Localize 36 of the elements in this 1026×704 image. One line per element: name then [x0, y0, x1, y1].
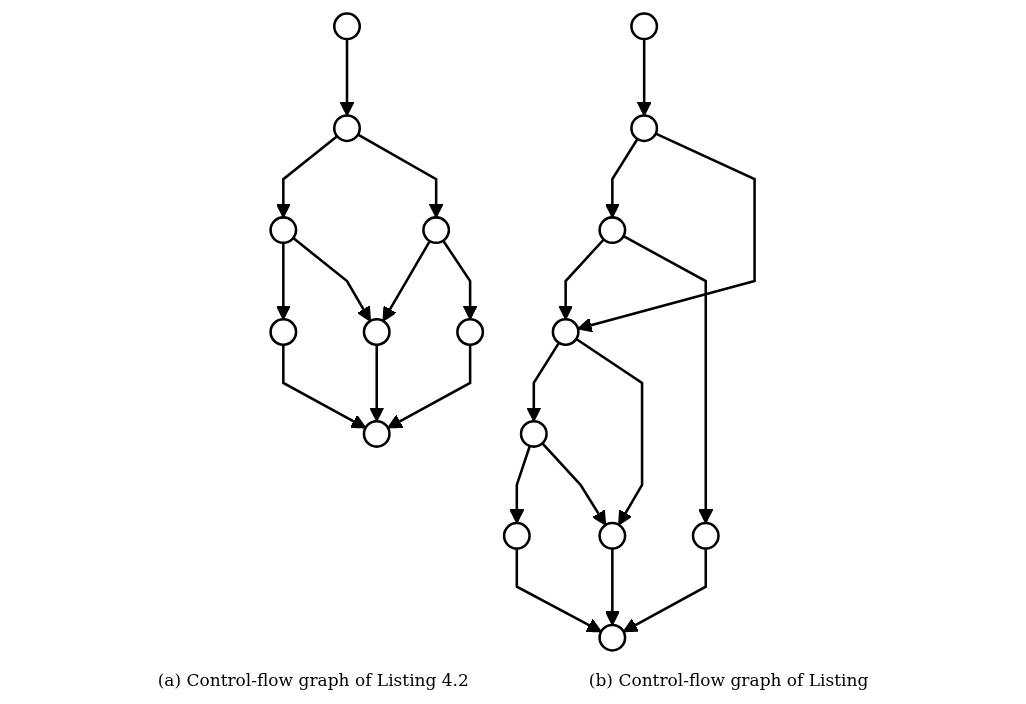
- node-circle: [422, 216, 451, 245]
- arrow: [282, 344, 367, 429]
- node-circle: [503, 521, 532, 550]
- node-circle: [598, 216, 627, 245]
- arrow: [575, 338, 644, 526]
- node-circle: [363, 419, 392, 448]
- caption-text: (a) Control-flow graph of Listing 4.2: [157, 670, 469, 690]
- arrow: [558, 238, 606, 320]
- node-circle: [456, 318, 485, 346]
- node-circle: [269, 216, 298, 245]
- node-circle: [520, 419, 549, 448]
- node-circle: [269, 318, 298, 346]
- node-circle: [598, 521, 627, 550]
- node-circle: [598, 623, 627, 652]
- arrow: [515, 548, 603, 633]
- arrow: [577, 132, 757, 333]
- node-circle: [363, 318, 392, 346]
- arrow: [276, 242, 292, 320]
- arrow: [526, 342, 561, 422]
- caption-text: (b) Control-flow graph of Listing: [588, 670, 869, 690]
- node-circle: [692, 521, 721, 550]
- node-circle: [552, 318, 581, 346]
- arrow: [509, 445, 532, 524]
- arrow: [623, 235, 714, 524]
- arrow: [605, 548, 621, 626]
- arrow: [541, 442, 607, 526]
- arrow: [387, 344, 472, 429]
- arrow: [442, 240, 478, 320]
- arrow: [292, 237, 372, 322]
- node-circle: [630, 114, 659, 143]
- arrow: [369, 344, 385, 422]
- arrow: [623, 548, 708, 633]
- node-circle: [333, 12, 362, 41]
- arrow: [382, 240, 432, 322]
- node-circle: [333, 114, 362, 143]
- node-circle: [630, 12, 659, 41]
